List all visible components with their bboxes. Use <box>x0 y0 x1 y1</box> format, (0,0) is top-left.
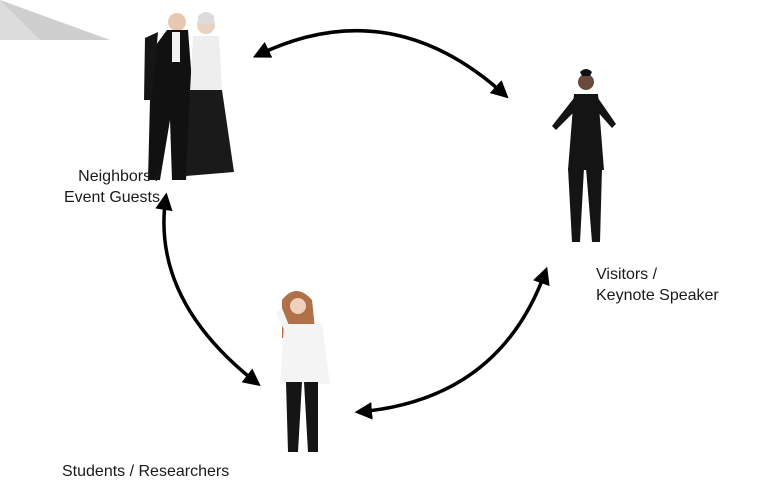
arrow-neighbors-visitors <box>252 29 509 99</box>
students-label-text: Students / Researchers <box>62 463 230 480</box>
arrow-visitors-students <box>354 266 550 420</box>
speaker-woman-figure <box>552 69 616 242</box>
page-corner-fold <box>0 0 110 40</box>
visitors-label-line2: Keynote Speaker <box>596 287 719 304</box>
students-label: Students / Researchers <box>62 461 312 482</box>
neighbors-label-line2: Event Guests <box>63 189 160 206</box>
arrow-students-neighbors <box>155 192 261 387</box>
neighbors-label-line1: Neighbors / <box>78 168 160 185</box>
visitors-label-line1: Visitors / <box>596 266 658 283</box>
elderly-couple-figure <box>144 12 234 180</box>
neighbors-label: Neighbors / Event Guests <box>0 166 160 208</box>
student-girl-figure <box>276 291 330 452</box>
visitors-label: Visitors / Keynote Speaker <box>596 264 766 306</box>
